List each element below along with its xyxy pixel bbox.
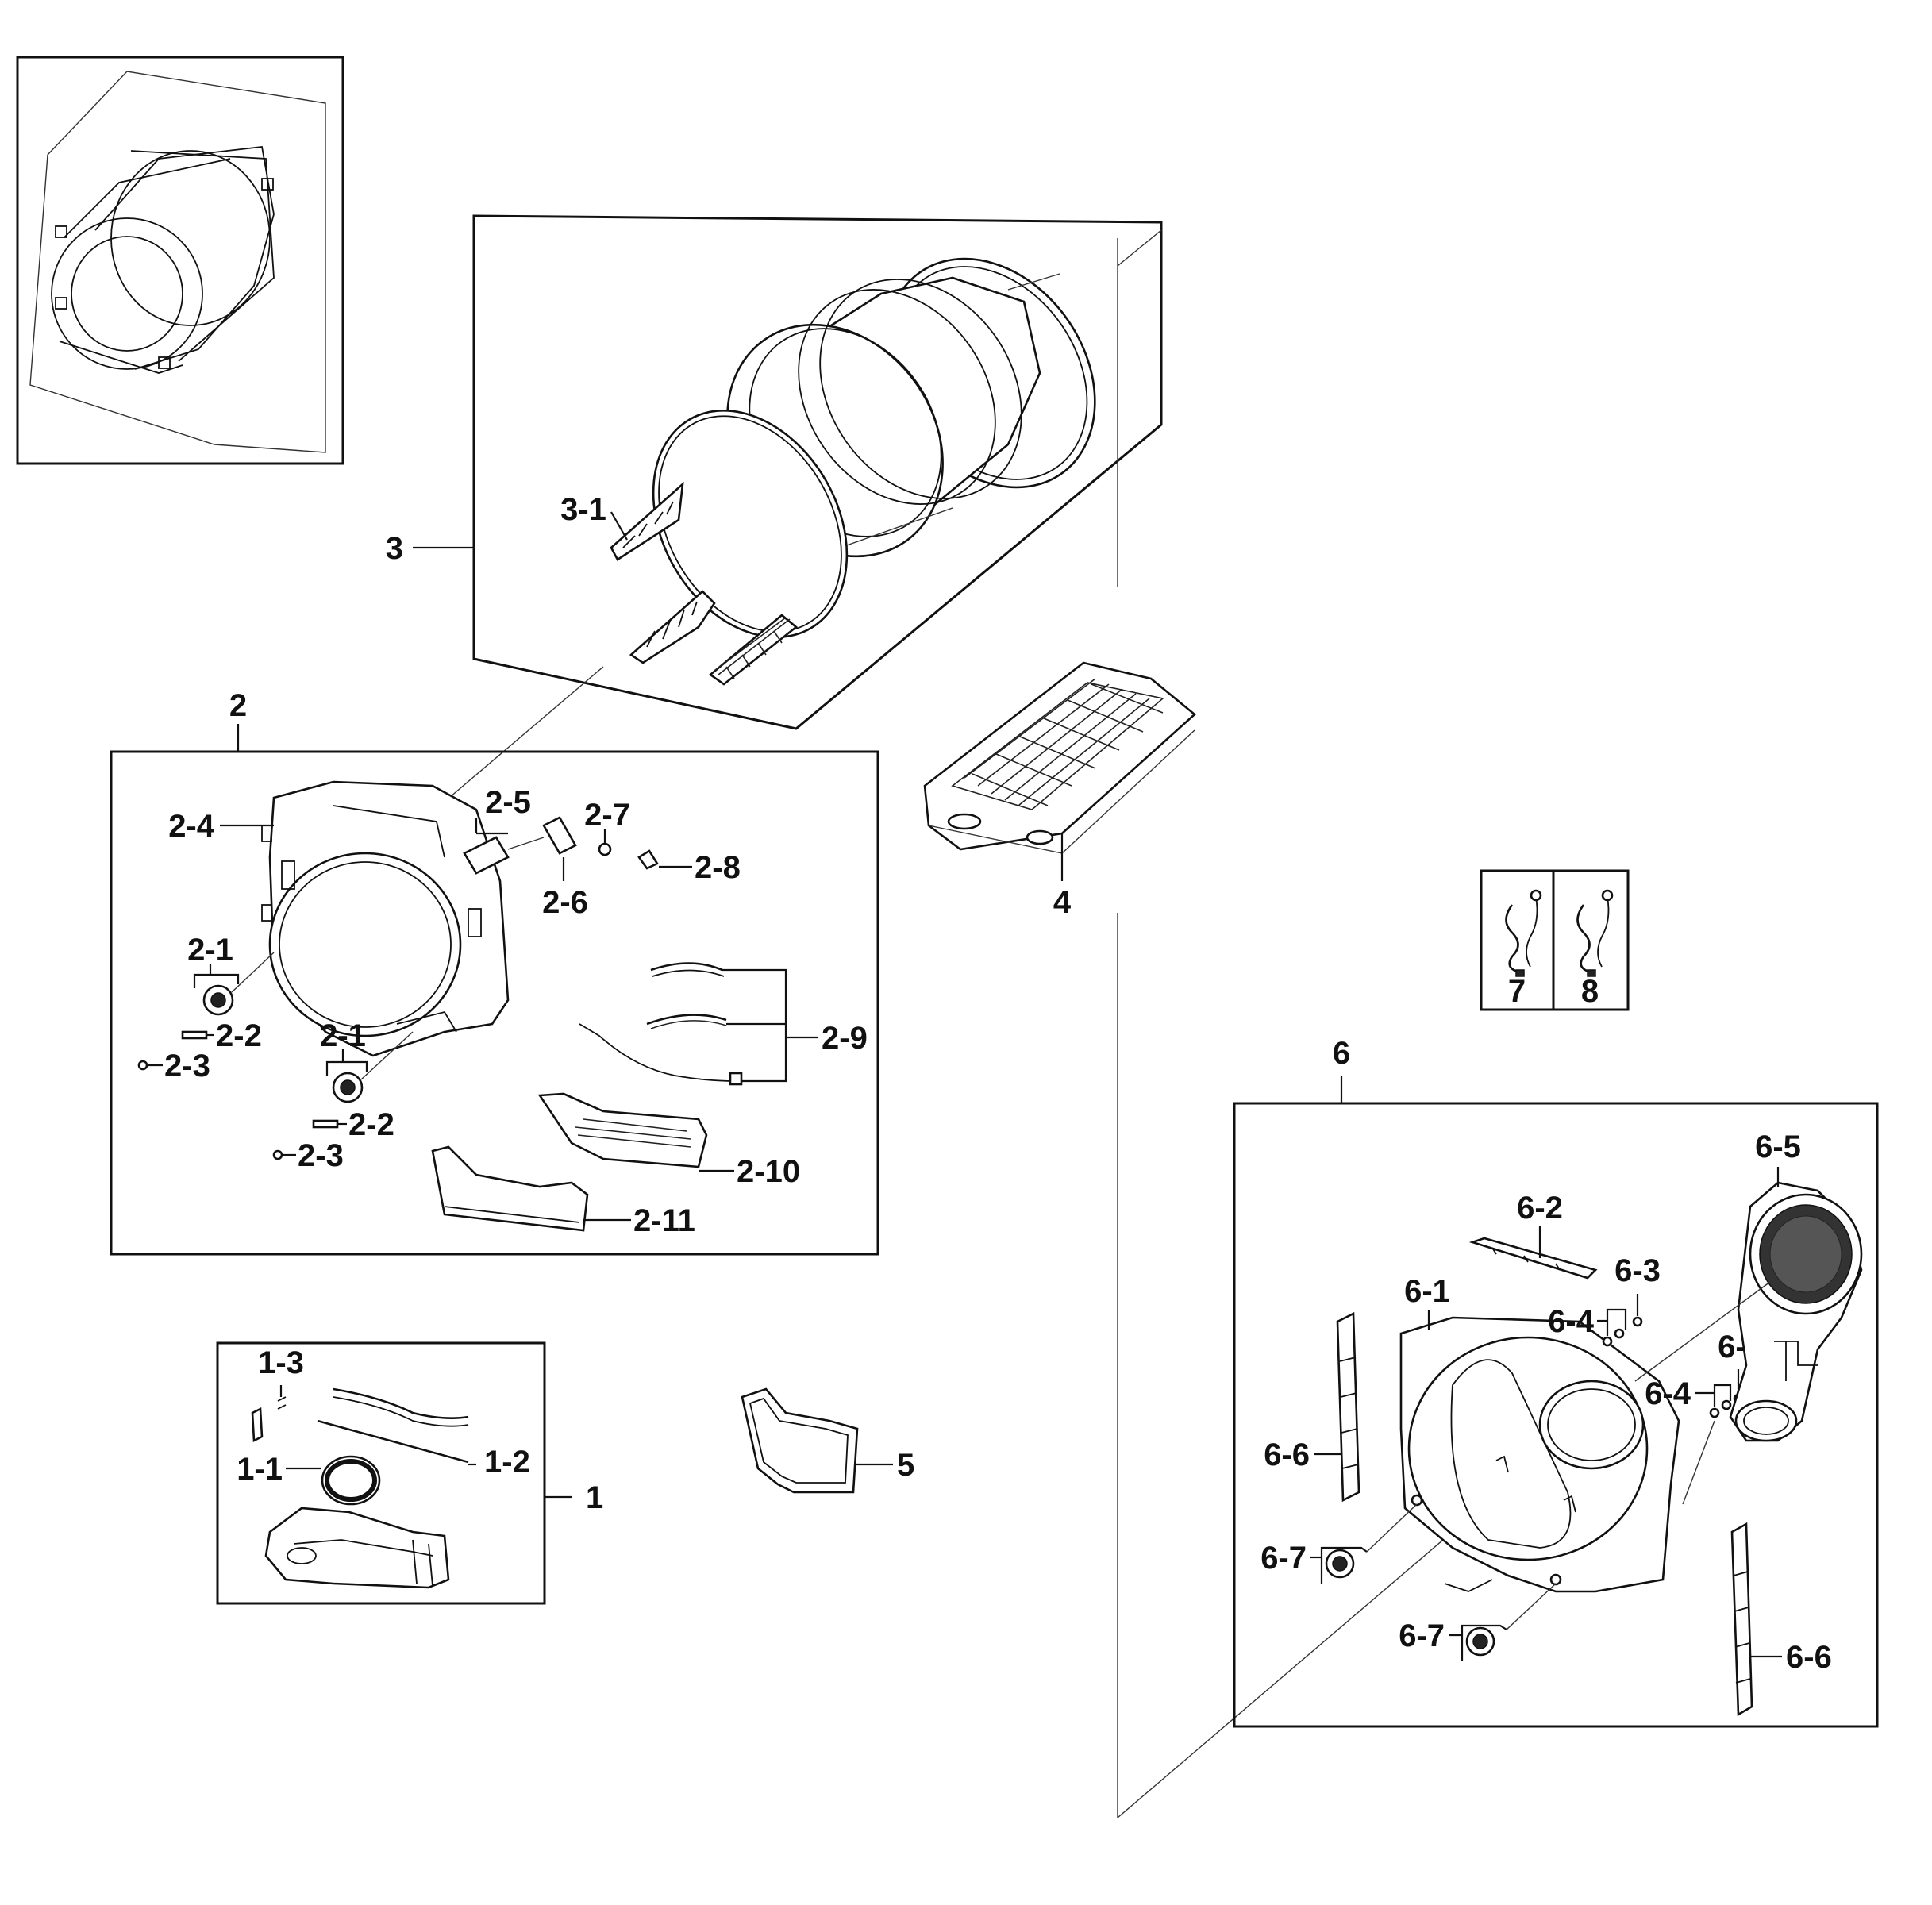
washer-2-3-lower-part: 2-3 [272,1138,344,1173]
label-6-7-upper: 6-7 [1260,1541,1307,1576]
clip-7-part [1505,889,1542,977]
label-3-1: 3-1 [560,492,606,527]
label-6-1: 6-1 [1404,1274,1450,1309]
label-6-6-left: 6-6 [1264,1437,1310,1472]
label-1-2: 1-2 [484,1445,530,1480]
drum-part [726,257,1096,558]
washer-6-4-upper-part: 6-4 [1548,1304,1627,1347]
rail-6-6-left-part: 6-6 [1264,1311,1360,1503]
label-2-10: 2-10 [737,1154,800,1189]
label-6-4-upper: 6-4 [1548,1304,1595,1339]
label-8: 8 [1581,974,1599,1009]
label-4: 4 [1053,885,1072,920]
label-6: 6 [1333,1036,1350,1071]
label-2-4: 2-4 [168,809,215,844]
duct-2-10-part: 2-10 [537,1092,800,1189]
clip-8-part [1576,889,1614,977]
label-3: 3 [386,531,403,566]
bracket-6-2-part: 6-2 [1468,1191,1598,1280]
door-switch-2-5-part: 2-5 [463,785,531,875]
label-2-6: 2-6 [542,885,588,920]
rail-6-6-right-part: 6-6 [1730,1522,1832,1717]
drum-roller-2-1-upper-part: 2-1 [187,933,275,1016]
group-1-duct: 1 1-2 1-3 1-1 [216,1341,603,1605]
o-ring-1-1-part: 1-1 [237,1452,381,1506]
group-3-drum: 3 3-1 [386,214,1163,730]
drum-ring-part [652,410,849,638]
washer-2-3-upper-part: 2-3 [137,1049,210,1083]
drum-roller-2-1-lower-part: 2-1 [320,1018,414,1103]
label-2-3-upper: 2-3 [164,1049,210,1083]
duct-seal-1-2-part: 1-2 [317,1387,530,1480]
label-2-7: 2-7 [584,798,630,833]
label-6-5: 6-5 [1755,1130,1801,1164]
screw-1-3-part: 1-3 [251,1345,304,1443]
label-2-2-upper: 2-2 [216,1018,262,1053]
group-6-rear-frame: 6 6-1 6-2 6-3 [1233,1036,1879,1728]
label-1: 1 [586,1480,603,1515]
washer-6-4-lower-part: 6-4 [1645,1376,1732,1505]
door-catch-2-6-part: 2-6 [507,816,588,920]
group-7-8-clips: 7 8 [1480,869,1630,1011]
wire-harness-2-9-part: 2-9 [579,962,868,1086]
screw-2-7-part: 2-7 [584,798,630,856]
label-6-6-right: 6-6 [1786,1640,1832,1675]
overview-drum-assembly-icon [51,146,275,374]
front-frame-part [261,780,510,1057]
gasket-5-part [741,1387,859,1494]
label-6-7-lower: 6-7 [1399,1618,1445,1653]
rear-frame-6-1-part: 6-1 [1399,1274,1680,1593]
label-6-3-upper: 6-3 [1614,1253,1661,1288]
label-2-5: 2-5 [485,785,531,820]
roller-6-7-upper-part: 6-7 [1260,1503,1418,1584]
group-5-gasket: 5 [741,1387,914,1494]
group-4-lint-filter: 4 [923,661,1196,920]
clip-2-8-part: 2-8 [637,849,741,885]
label-2-1-upper: 2-1 [187,933,233,968]
label-2-8: 2-8 [695,850,741,885]
label-7: 7 [1508,974,1526,1009]
label-2-1-lower: 2-1 [320,1018,366,1053]
drum-lifter-mesh-part [708,614,799,686]
label-2-11: 2-11 [633,1203,695,1238]
lint-filter-part [923,661,1196,854]
label-5: 5 [897,1448,914,1483]
drum-lifter-3-1-part: 3-1 [560,481,684,561]
label-6-4-lower: 6-4 [1645,1376,1691,1411]
label-2-2-lower: 2-2 [348,1107,394,1142]
roller-pin-2-2-upper-part: 2-2 [181,1018,262,1053]
label-6-2: 6-2 [1517,1191,1563,1226]
label-1-1: 1-1 [237,1452,283,1487]
roller-6-7-lower-part: 6-7 [1399,1583,1557,1661]
overview-thumbnail [16,56,344,465]
label-1-3: 1-3 [258,1345,304,1380]
drum-lifter-part [629,590,716,664]
assembly-center-lines [444,229,1509,1818]
bracket-2-11-part: 2-11 [431,1145,695,1238]
screw-6-3-upper-part: 6-3 [1614,1253,1661,1327]
blower-housing-6-5-part: 6-5 [1634,1130,1863,1442]
label-2-3-lower: 2-3 [298,1138,344,1173]
roller-pin-2-2-lower-part: 2-2 [312,1107,394,1142]
group-2-front-frame: 2 2-4 2-5 2-6 2-7 [110,688,879,1256]
label-2-9: 2-9 [822,1021,868,1056]
label-2: 2 [229,688,247,723]
duct-housing-part [264,1507,450,1589]
